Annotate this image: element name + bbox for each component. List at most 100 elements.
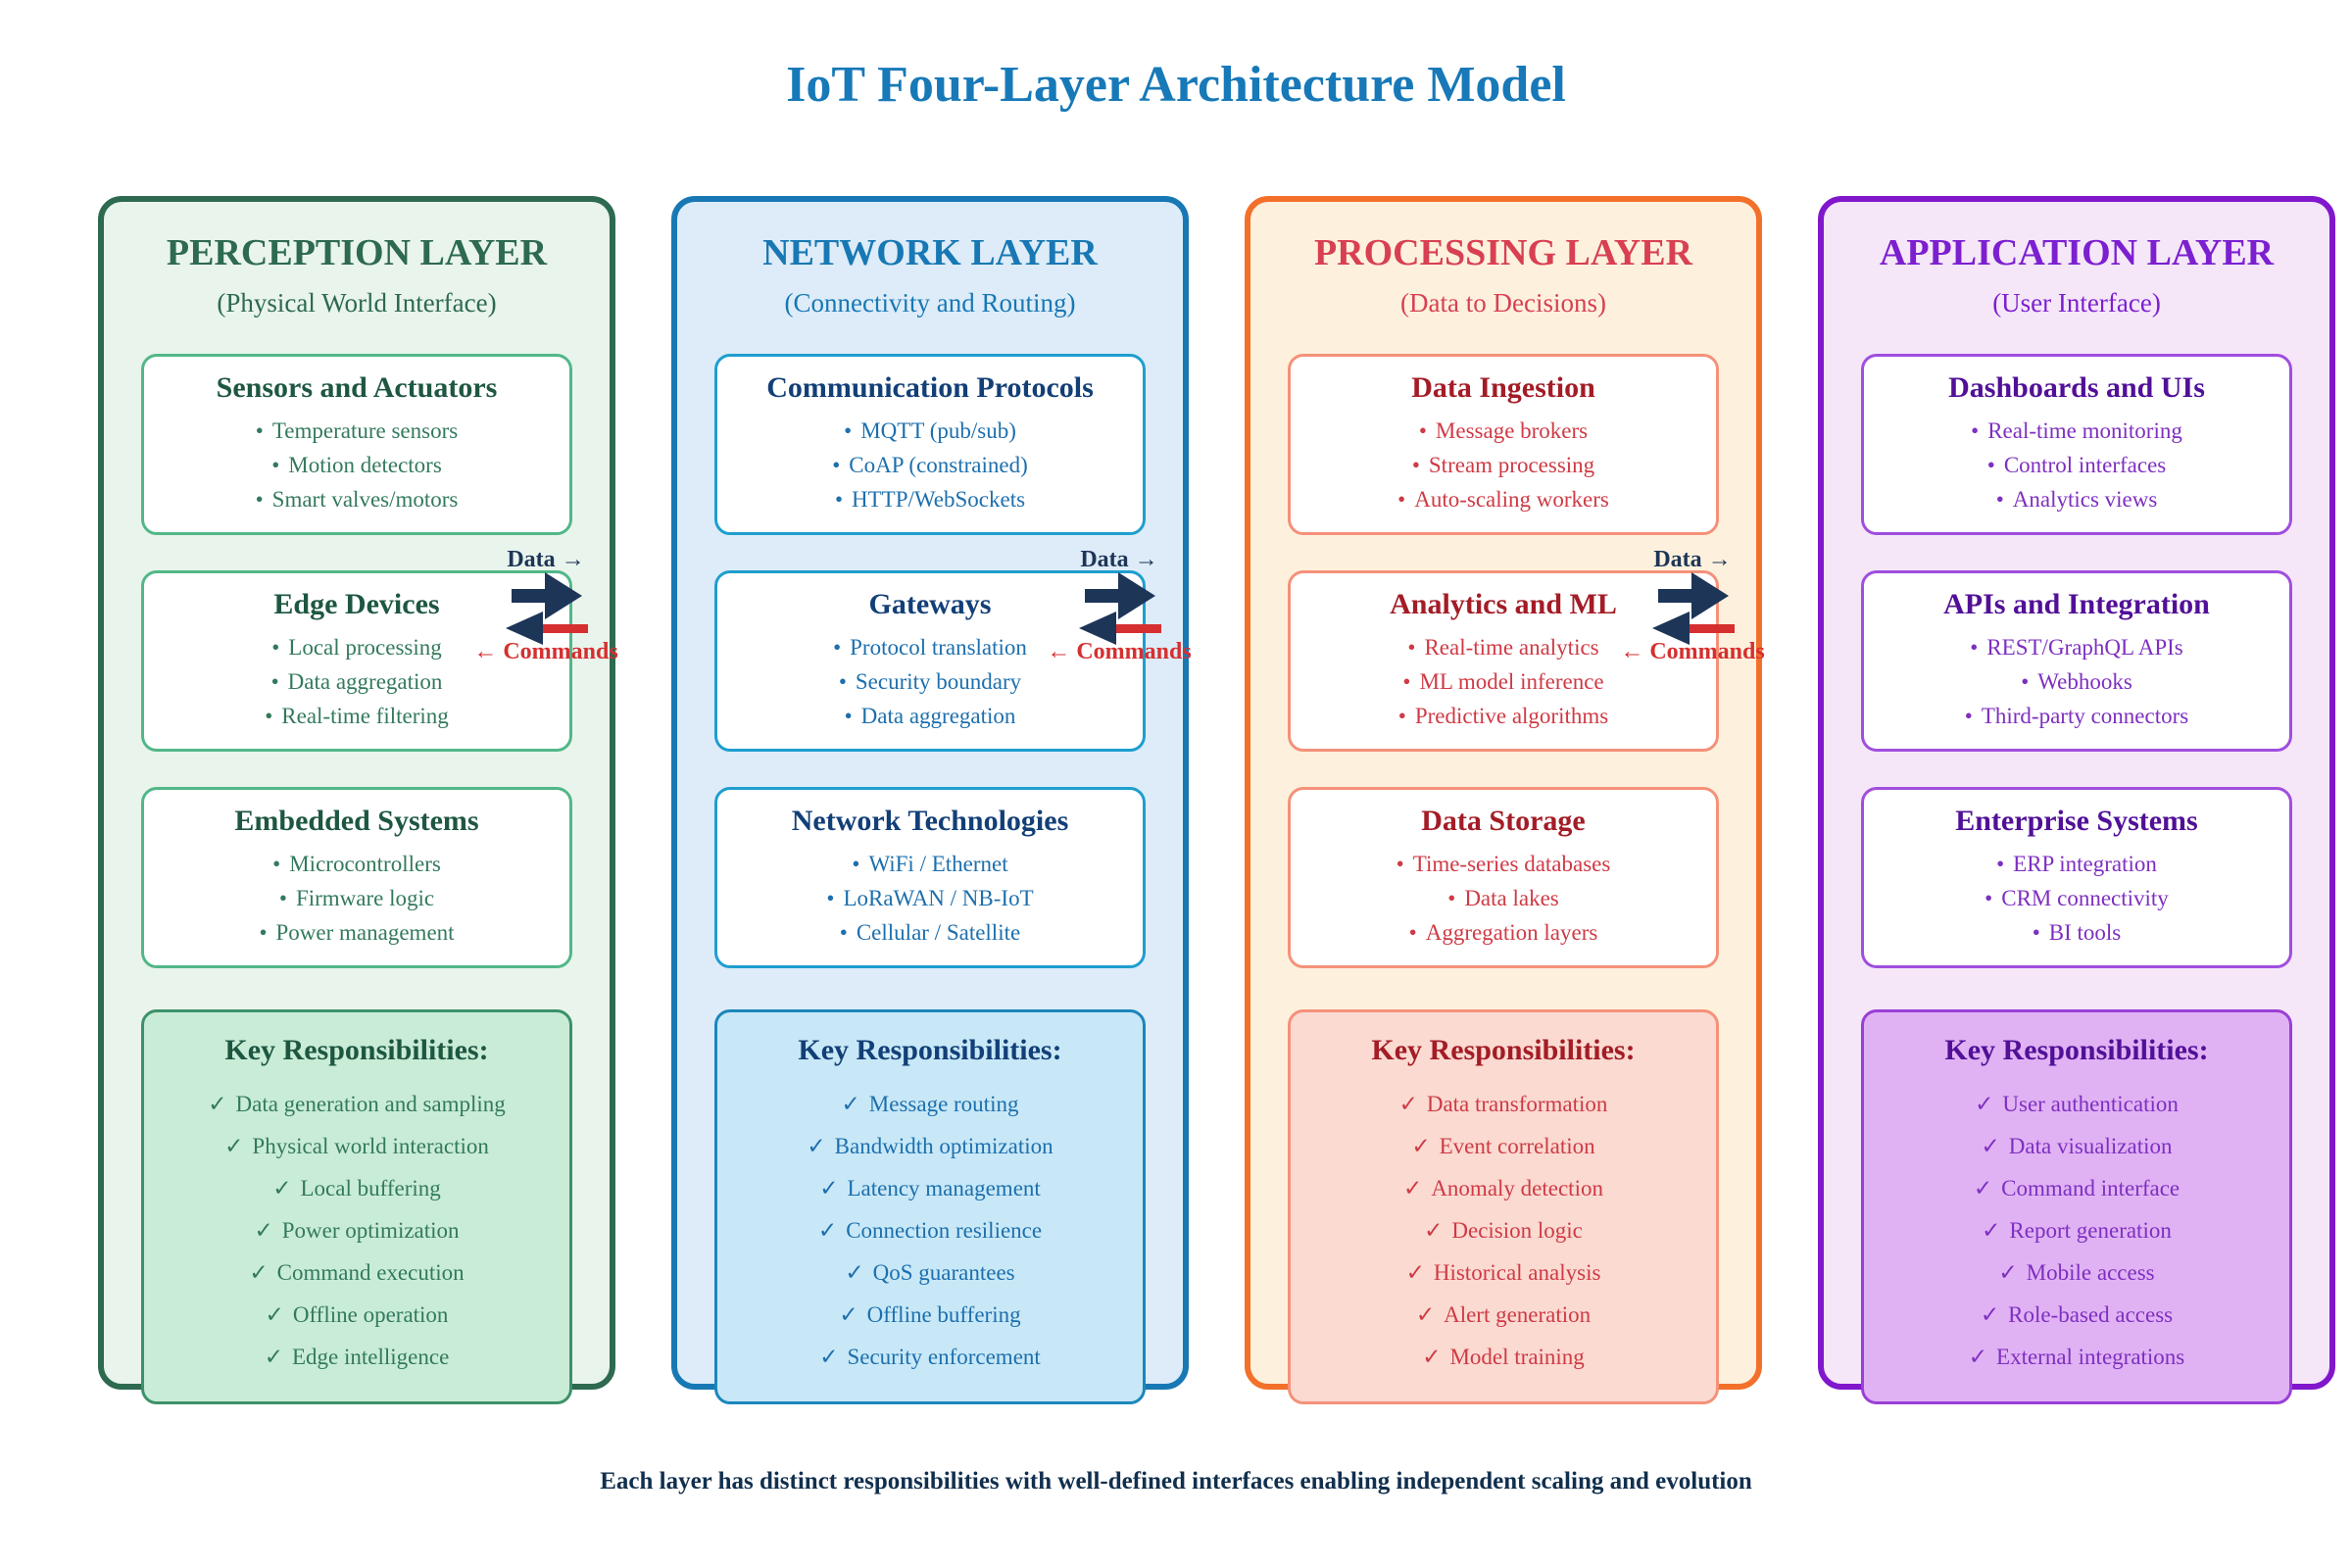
bullet-icon: • bbox=[844, 418, 853, 443]
check-icon: ✓ bbox=[841, 1092, 860, 1116]
layer-panel: APPLICATION LAYER (User Interface) Dashb… bbox=[1818, 196, 2335, 1404]
flow-arrow-group: Data → ← Commands bbox=[463, 547, 629, 674]
component-box-title: APIs and Integration bbox=[1943, 588, 2210, 620]
component-box-title: Sensors and Actuators bbox=[216, 371, 498, 404]
footer-note: Each layer has distinct responsibilities… bbox=[600, 1468, 1752, 1494]
list-item: • MQTT (pub/sub) bbox=[721, 414, 1139, 448]
item-text: MQTT (pub/sub) bbox=[860, 418, 1016, 443]
item-text: Decision logic bbox=[1451, 1218, 1583, 1243]
layer-title: APPLICATION LAYER bbox=[1879, 232, 2275, 273]
list-item: •Local processing bbox=[148, 630, 565, 664]
list-item: ✓Latency management bbox=[721, 1167, 1139, 1209]
item-text: Data transformation bbox=[1426, 1092, 1608, 1116]
list-item: • Webhooks bbox=[1868, 664, 2285, 699]
data-flow-label: Data → bbox=[1036, 547, 1202, 573]
commands-arrow-icon bbox=[1652, 612, 1735, 645]
bullet-icon: • bbox=[2021, 669, 2030, 694]
data-flow-label: Data → bbox=[463, 547, 629, 573]
commands-flow-label: ← Commands bbox=[463, 639, 629, 665]
check-icon: ✓ bbox=[224, 1134, 244, 1158]
component-box: Dashboards and UIs •Real-time monitoring… bbox=[1861, 354, 2292, 535]
bullet-icon: • bbox=[1984, 886, 1993, 910]
list-item: ✓Historical analysis bbox=[1295, 1251, 1712, 1294]
list-item: ✓Anomaly detection bbox=[1295, 1167, 1712, 1209]
item-text: CoAP (constrained) bbox=[849, 453, 1028, 477]
component-box: Data Storage •Time-series databases•Data… bbox=[1288, 787, 1719, 968]
item-text: REST/GraphQL APIs bbox=[1986, 635, 2183, 660]
list-item: •Data aggregation bbox=[148, 664, 565, 699]
component-box-list: •Local processing•Data aggregation•Real-… bbox=[148, 630, 565, 733]
list-item: ✓ Decision logic bbox=[1295, 1209, 1712, 1251]
item-text: Aggregation layers bbox=[1425, 920, 1598, 945]
list-item: •Security boundary bbox=[721, 664, 1139, 699]
list-item: •Firmware logic bbox=[148, 881, 565, 915]
list-item: •Motion detectors bbox=[148, 448, 565, 482]
layer-title: NETWORK LAYER bbox=[762, 232, 1098, 273]
flow-arrow-group: Data → ← Commands bbox=[1609, 547, 1776, 674]
component-boxes: Data Ingestion •Message brokers•Stream p… bbox=[1250, 354, 1756, 968]
bullet-icon: • bbox=[271, 453, 280, 477]
list-item: •ML model inference bbox=[1295, 664, 1712, 699]
list-item: •Data lakes bbox=[1295, 881, 1712, 915]
list-item: •Time-series databases bbox=[1295, 847, 1712, 881]
item-text: Protocol translation bbox=[850, 635, 1027, 660]
check-icon: ✓ bbox=[845, 1260, 864, 1285]
component-box-list: •Real-time monitoring•Control interfaces… bbox=[1868, 414, 2285, 516]
item-text: Predictive algorithms bbox=[1414, 704, 1609, 728]
responsibilities-title: Key Responsibilities: bbox=[1944, 1034, 2209, 1066]
commands-label-text: Commands bbox=[1649, 639, 1765, 664]
item-text: Webhooks bbox=[2037, 669, 2132, 694]
item-text: Firmware logic bbox=[295, 886, 435, 910]
bullet-icon: • bbox=[1402, 669, 1411, 694]
commands-label-text: Commands bbox=[503, 639, 618, 664]
bullet-icon: • bbox=[255, 418, 264, 443]
item-text: Message brokers bbox=[1435, 418, 1589, 443]
item-text: Role-based access bbox=[2008, 1302, 2174, 1327]
component-box: Sensors and Actuators •Temperature senso… bbox=[141, 354, 572, 535]
bullet-icon: • bbox=[833, 635, 842, 660]
list-item: •Analytics views bbox=[1868, 482, 2285, 516]
check-icon: ✓ bbox=[1411, 1134, 1431, 1158]
check-icon: ✓ bbox=[819, 1176, 839, 1200]
item-text: Microcontrollers bbox=[289, 852, 441, 876]
commands-flow-label: ← Commands bbox=[1036, 639, 1202, 665]
check-icon: ✓ bbox=[1415, 1302, 1436, 1327]
right-arrow-glyph: → bbox=[1134, 547, 1158, 572]
list-item: •Message brokers bbox=[1295, 414, 1712, 448]
item-text: Report generation bbox=[2009, 1218, 2172, 1243]
bullet-icon: • bbox=[1971, 418, 1980, 443]
data-label-text: Data bbox=[1653, 547, 1702, 572]
list-item: ✓Data generation and sampling bbox=[148, 1083, 565, 1125]
commands-label-text: Commands bbox=[1076, 639, 1192, 664]
layer-columns: PERCEPTION LAYER (Physical World Interfa… bbox=[98, 196, 2335, 1404]
item-text: Stream processing bbox=[1428, 453, 1595, 477]
list-item: •Data aggregation bbox=[721, 699, 1139, 733]
commands-arrow-icon bbox=[506, 612, 588, 645]
check-icon: ✓ bbox=[249, 1260, 269, 1285]
layer-subtitle: (User Interface) bbox=[1992, 288, 2161, 318]
bullet-icon: • bbox=[255, 487, 264, 512]
layer-subtitle: (Connectivity and Routing) bbox=[784, 288, 1076, 318]
right-arrow-glyph: → bbox=[1707, 547, 1732, 572]
item-text: Third-party connectors bbox=[1981, 704, 2189, 728]
item-text: Command interface bbox=[2001, 1176, 2180, 1200]
bullet-icon: • bbox=[1408, 920, 1417, 945]
item-text: Data aggregation bbox=[287, 669, 443, 694]
data-label-text: Data bbox=[507, 547, 556, 572]
check-icon: ✓ bbox=[1981, 1134, 2000, 1158]
check-icon: ✓ bbox=[1982, 1218, 2001, 1243]
bullet-icon: • bbox=[1995, 487, 2004, 512]
responsibilities-title: Key Responsibilities: bbox=[224, 1034, 489, 1066]
check-icon: ✓ bbox=[1424, 1218, 1444, 1243]
bullet-icon: • bbox=[838, 669, 847, 694]
layer-title: PERCEPTION LAYER bbox=[166, 232, 548, 273]
list-item: ✓Event correlation bbox=[1295, 1125, 1712, 1167]
component-boxes: Sensors and Actuators •Temperature senso… bbox=[104, 354, 610, 968]
responsibilities-list: ✓Data transformation✓Event correlation✓A… bbox=[1295, 1083, 1712, 1378]
component-box-list: •Protocol translation•Security boundary•… bbox=[721, 630, 1139, 733]
item-text: Alert generation bbox=[1444, 1302, 1592, 1327]
list-item: • Aggregation layers bbox=[1295, 915, 1712, 950]
component-box-list: •Temperature sensors•Motion detectors•Sm… bbox=[148, 414, 565, 516]
component-boxes: Communication Protocols •MQTT (pub/sub)•… bbox=[677, 354, 1183, 968]
component-box-title: Data Storage bbox=[1421, 805, 1586, 837]
